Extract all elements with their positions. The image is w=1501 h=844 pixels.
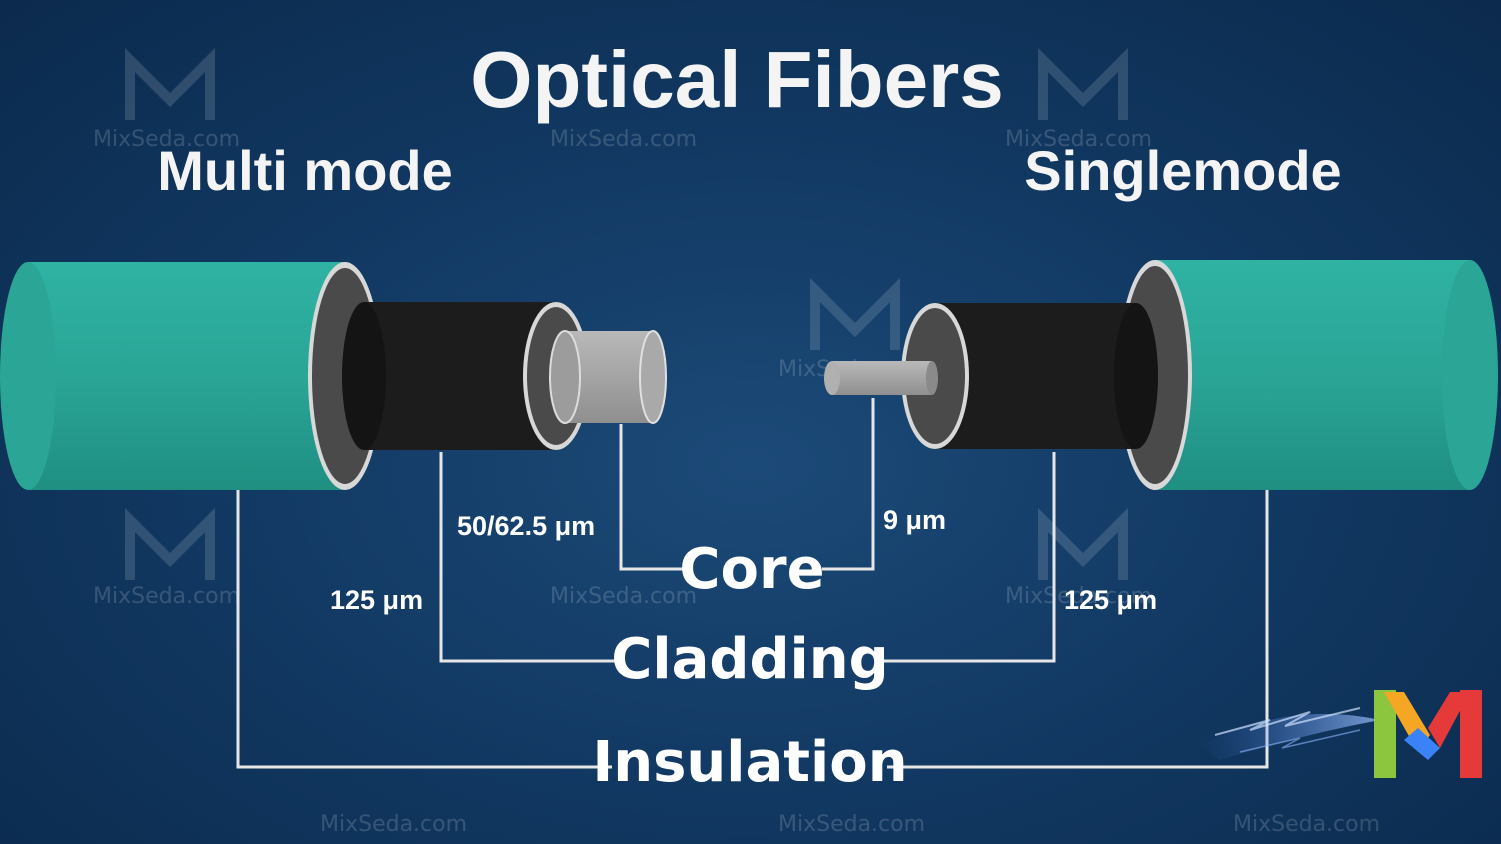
core-leader-line — [619, 424, 683, 571]
insulation-label: Insulation — [592, 730, 907, 795]
singlemode-cladding — [901, 303, 1158, 449]
watermark-text: MixSeda.com — [93, 127, 240, 152]
singlemode-core — [824, 361, 938, 395]
watermark-text: MixSeda.com — [550, 584, 697, 609]
singlemode-fiber — [824, 260, 1498, 490]
multimode-insulation — [0, 262, 382, 490]
core-leader-line — [822, 398, 875, 571]
multimode-cladding — [342, 302, 589, 450]
cladding-label: Cladding — [611, 627, 888, 692]
brand-logo — [1200, 690, 1482, 778]
insulation-leader-line — [887, 490, 1269, 769]
diagram-title: Optical Fibers — [470, 35, 1003, 124]
watermark-text: MixSeda.com — [1233, 812, 1380, 837]
multimode-cladding-size: 125 μm — [330, 585, 423, 615]
singlemode-cladding-size: 125 μm — [1064, 585, 1157, 615]
cladding-leader-line — [877, 452, 1056, 663]
watermark-text: MixSeda.com — [93, 584, 240, 609]
multimode-heading: Multi mode — [157, 139, 453, 202]
watermark-text: MixSeda.com — [1005, 584, 1152, 609]
cladding-leader-line — [439, 452, 622, 663]
watermark-text: MixSeda.com — [778, 812, 925, 837]
leader-lines — [236, 398, 1269, 769]
singlemode-core-size: 9 μm — [883, 505, 946, 535]
watermark-text: MixSeda.com — [1005, 127, 1152, 152]
singlemode-insulation — [1118, 260, 1498, 490]
multimode-core — [549, 330, 667, 424]
insulation-leader-line — [236, 490, 612, 769]
watermark-text: MixSeda.com — [550, 127, 697, 152]
singlemode-heading: Singlemode — [1024, 139, 1341, 202]
multimode-core-size: 50/62.5 μm — [457, 511, 595, 541]
core-label: Core — [679, 537, 824, 602]
watermark-text: MixSeda.com — [320, 812, 467, 837]
multimode-fiber — [0, 262, 667, 490]
